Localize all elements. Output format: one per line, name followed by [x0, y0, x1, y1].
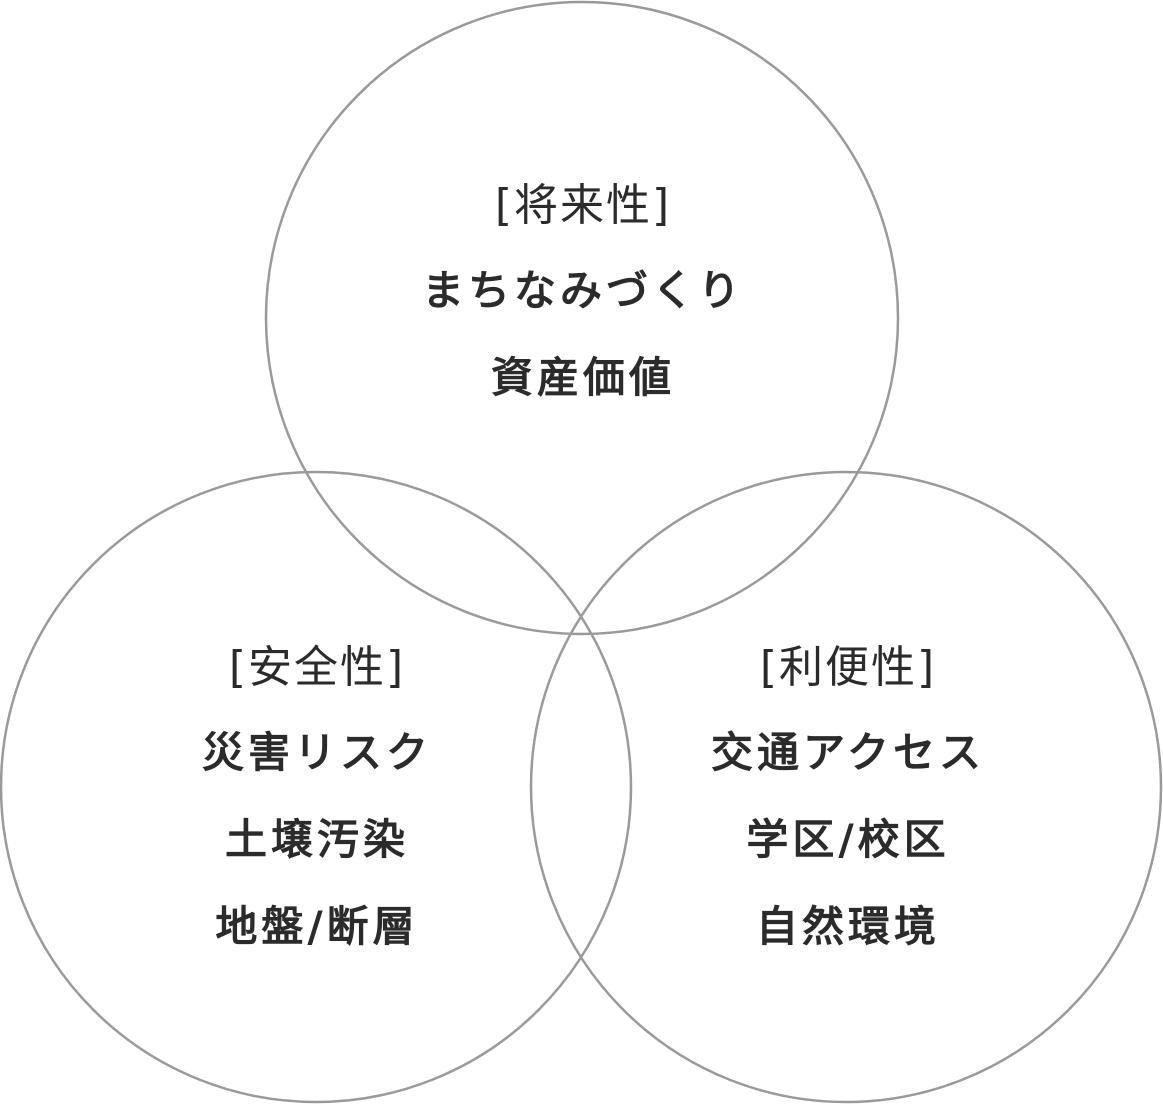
circle-left: [0, 470, 633, 1104]
group-item: 土壌汚染: [224, 815, 409, 864]
group-item: 自然環境: [755, 902, 940, 951]
group-title: [将来性]: [494, 180, 672, 231]
circle-right: [529, 470, 1163, 1104]
group-future: [将来性] まちなみづくり 資産価値: [373, 184, 793, 444]
group-item: 交通アクセス: [711, 728, 985, 777]
group-item: 地盤/断層: [215, 902, 419, 951]
group-item: 災害リスク: [201, 728, 432, 777]
group-title: [安全性]: [228, 642, 406, 693]
group-title: [利便性]: [759, 642, 937, 693]
group-convenience: [利便性] 交通アクセス 学区/校区 自然環境: [638, 646, 1058, 993]
group-item: 学区/校区: [746, 815, 950, 864]
group-safety: [安全性] 災害リスク 土壌汚染 地盤/断層: [107, 646, 527, 993]
group-item: 資産価値: [490, 353, 675, 402]
group-item: まちなみづくり: [421, 266, 744, 315]
circle-top: [264, 0, 900, 636]
